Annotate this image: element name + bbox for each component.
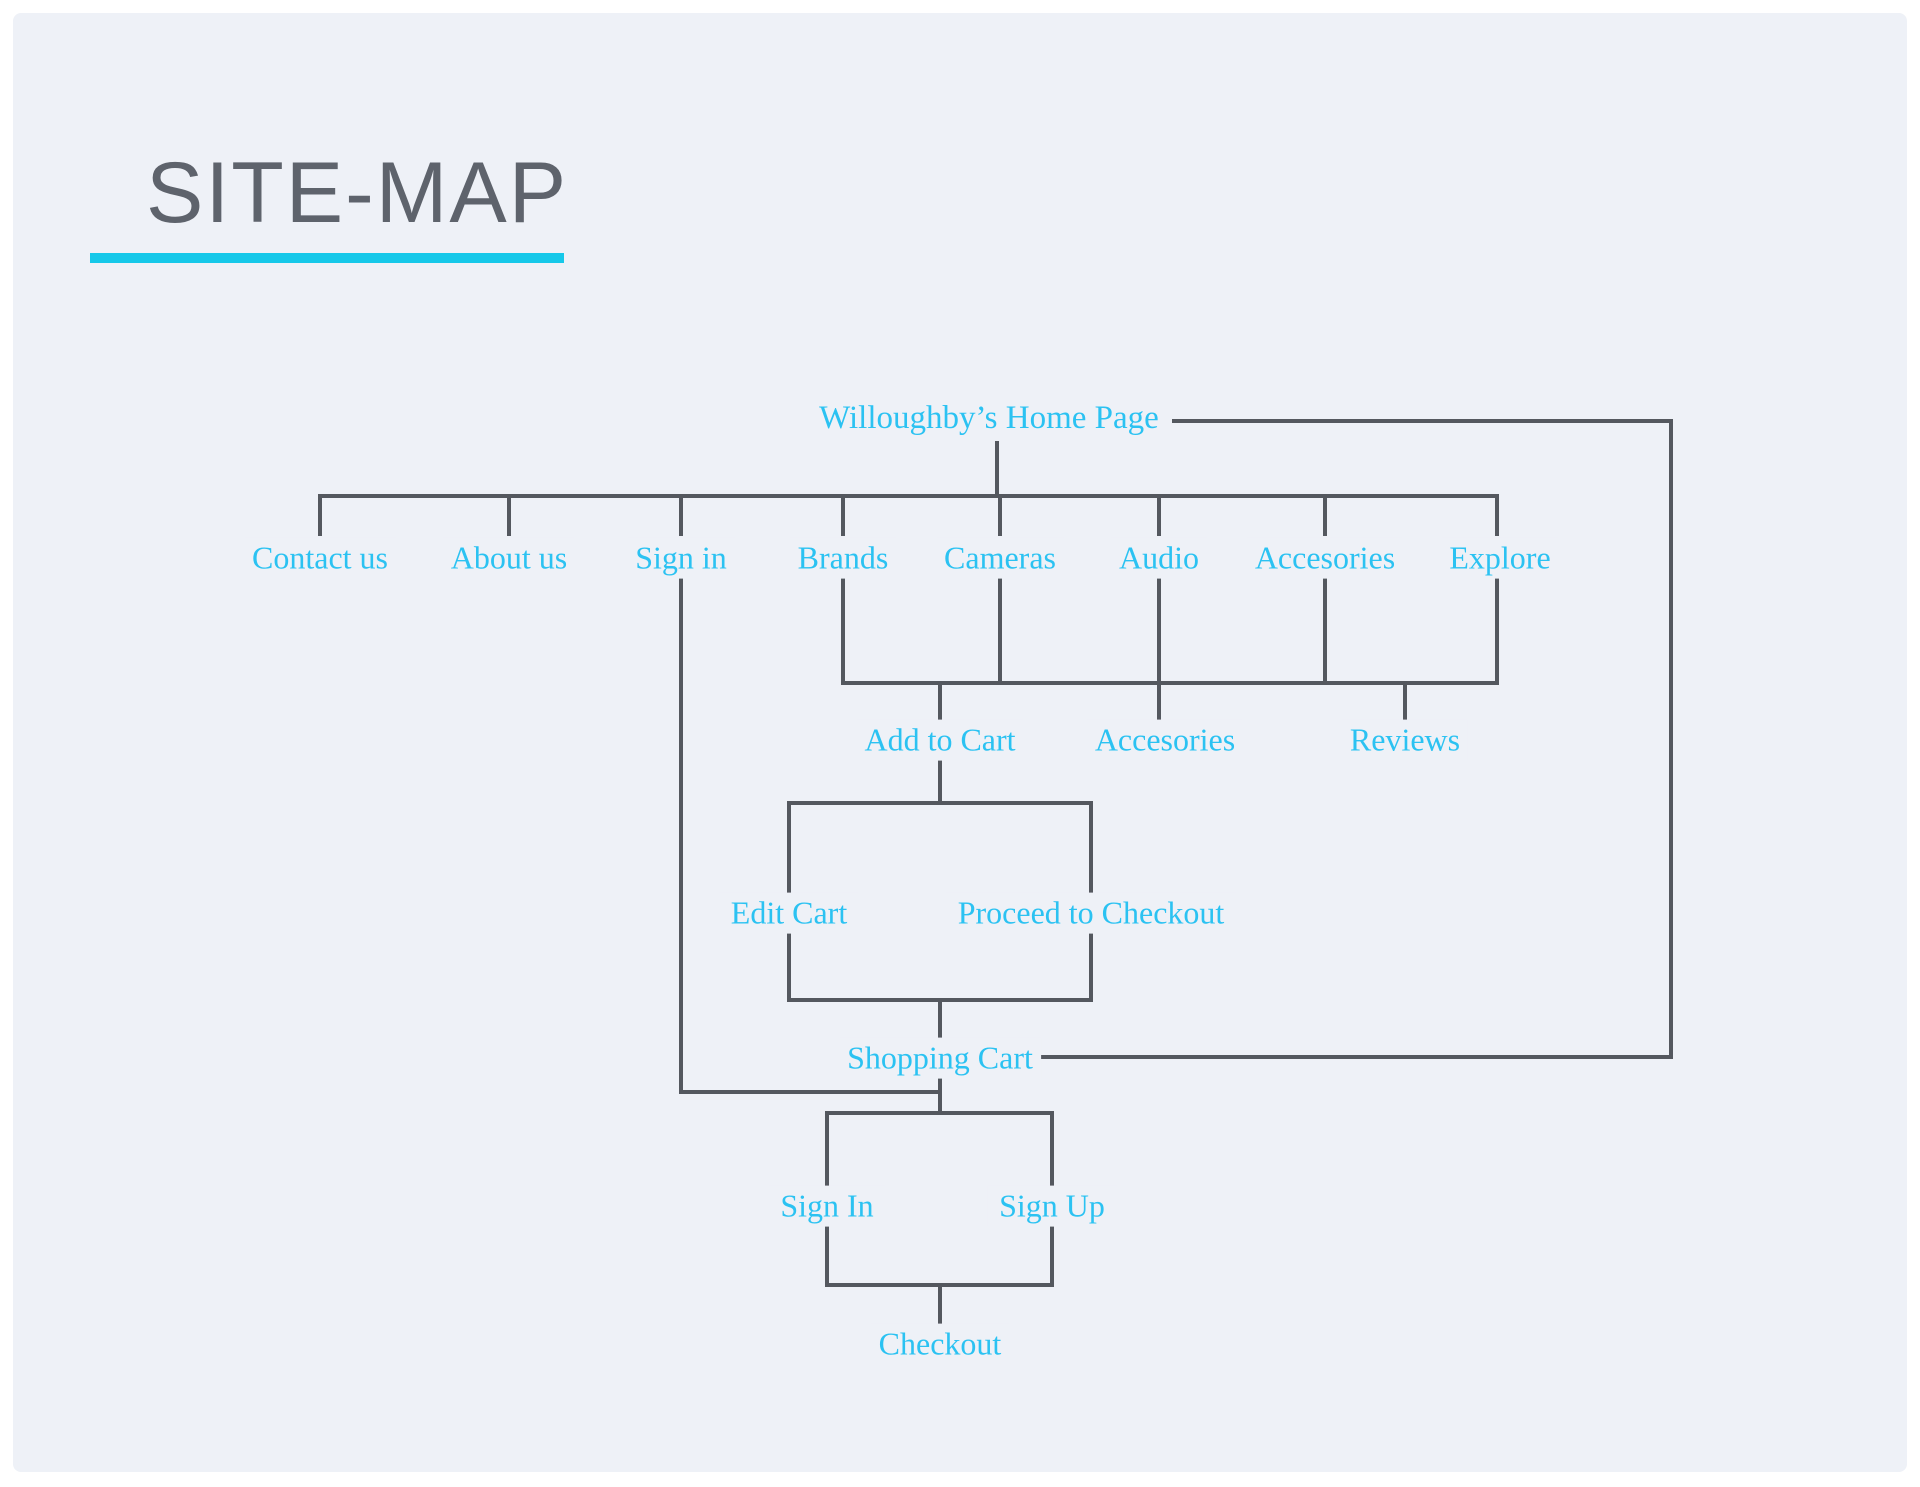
node-sub-accesories: Accesories <box>1086 719 1244 761</box>
node-accesories: Accesories <box>1246 537 1404 579</box>
connector-tick-addtocart <box>938 681 942 720</box>
node-explore: Explore <box>1441 537 1559 579</box>
page-title: SITE-MAP <box>146 145 569 241</box>
node-proceed-to-checkout: Proceed to Checkout <box>945 892 1237 934</box>
connector-tick-contact <box>318 494 322 536</box>
connector-authbox-checkout <box>938 1283 942 1327</box>
node-cameras: Cameras <box>936 537 1064 579</box>
connector-signin-shoppingcart <box>679 1090 942 1094</box>
node-home-page: Willoughby’s Home Page <box>811 398 1167 440</box>
connector-tick-sub-accesories <box>1157 681 1161 720</box>
connector-product-bar <box>841 681 1499 685</box>
connector-home-right <box>1172 419 1673 423</box>
connector-addtocart-box <box>938 760 942 805</box>
connector-tick-accesories <box>1323 494 1327 536</box>
node-reviews: Reviews <box>1341 719 1469 761</box>
connector-home-down <box>995 441 999 498</box>
connector-cameras-down <box>998 576 1002 685</box>
node-brands: Brands <box>789 537 897 579</box>
connector-tick-cameras <box>998 494 1002 536</box>
connector-right-shoppingcart <box>1000 1055 1673 1059</box>
connector-explore-down <box>1495 576 1499 685</box>
connector-tick-about <box>507 494 511 536</box>
connector-tick-reviews <box>1403 681 1407 720</box>
node-sign-in: Sign in <box>627 537 735 579</box>
node-about-us: About us <box>442 537 576 579</box>
title-underline <box>90 253 564 263</box>
connector-tick-signin <box>679 494 683 536</box>
node-contact-us: Contact us <box>244 537 396 579</box>
node-audio: Audio <box>1111 537 1207 579</box>
connector-tick-brands <box>841 494 845 536</box>
connector-tick-audio <box>1157 494 1161 536</box>
connector-mainnav-bar <box>318 494 1499 498</box>
connector-shoppingcart-authbox <box>938 1074 942 1115</box>
node-auth-sign-in: Sign In <box>768 1185 886 1227</box>
connector-accesories-down <box>1323 576 1327 685</box>
connector-box-shoppingcart <box>938 998 942 1042</box>
node-shopping-cart: Shopping Cart <box>839 1037 1041 1079</box>
node-auth-sign-up: Sign Up <box>987 1185 1117 1227</box>
node-edit-cart: Edit Cart <box>718 892 860 934</box>
connector-right-down <box>1669 419 1673 1059</box>
connector-brands-down <box>841 576 845 685</box>
connector-audio-down <box>1157 576 1161 685</box>
node-add-to-cart: Add to Cart <box>856 719 1024 761</box>
node-checkout: Checkout <box>870 1323 1010 1365</box>
connector-signin-down <box>679 576 683 1094</box>
connector-tick-explore <box>1495 494 1499 536</box>
